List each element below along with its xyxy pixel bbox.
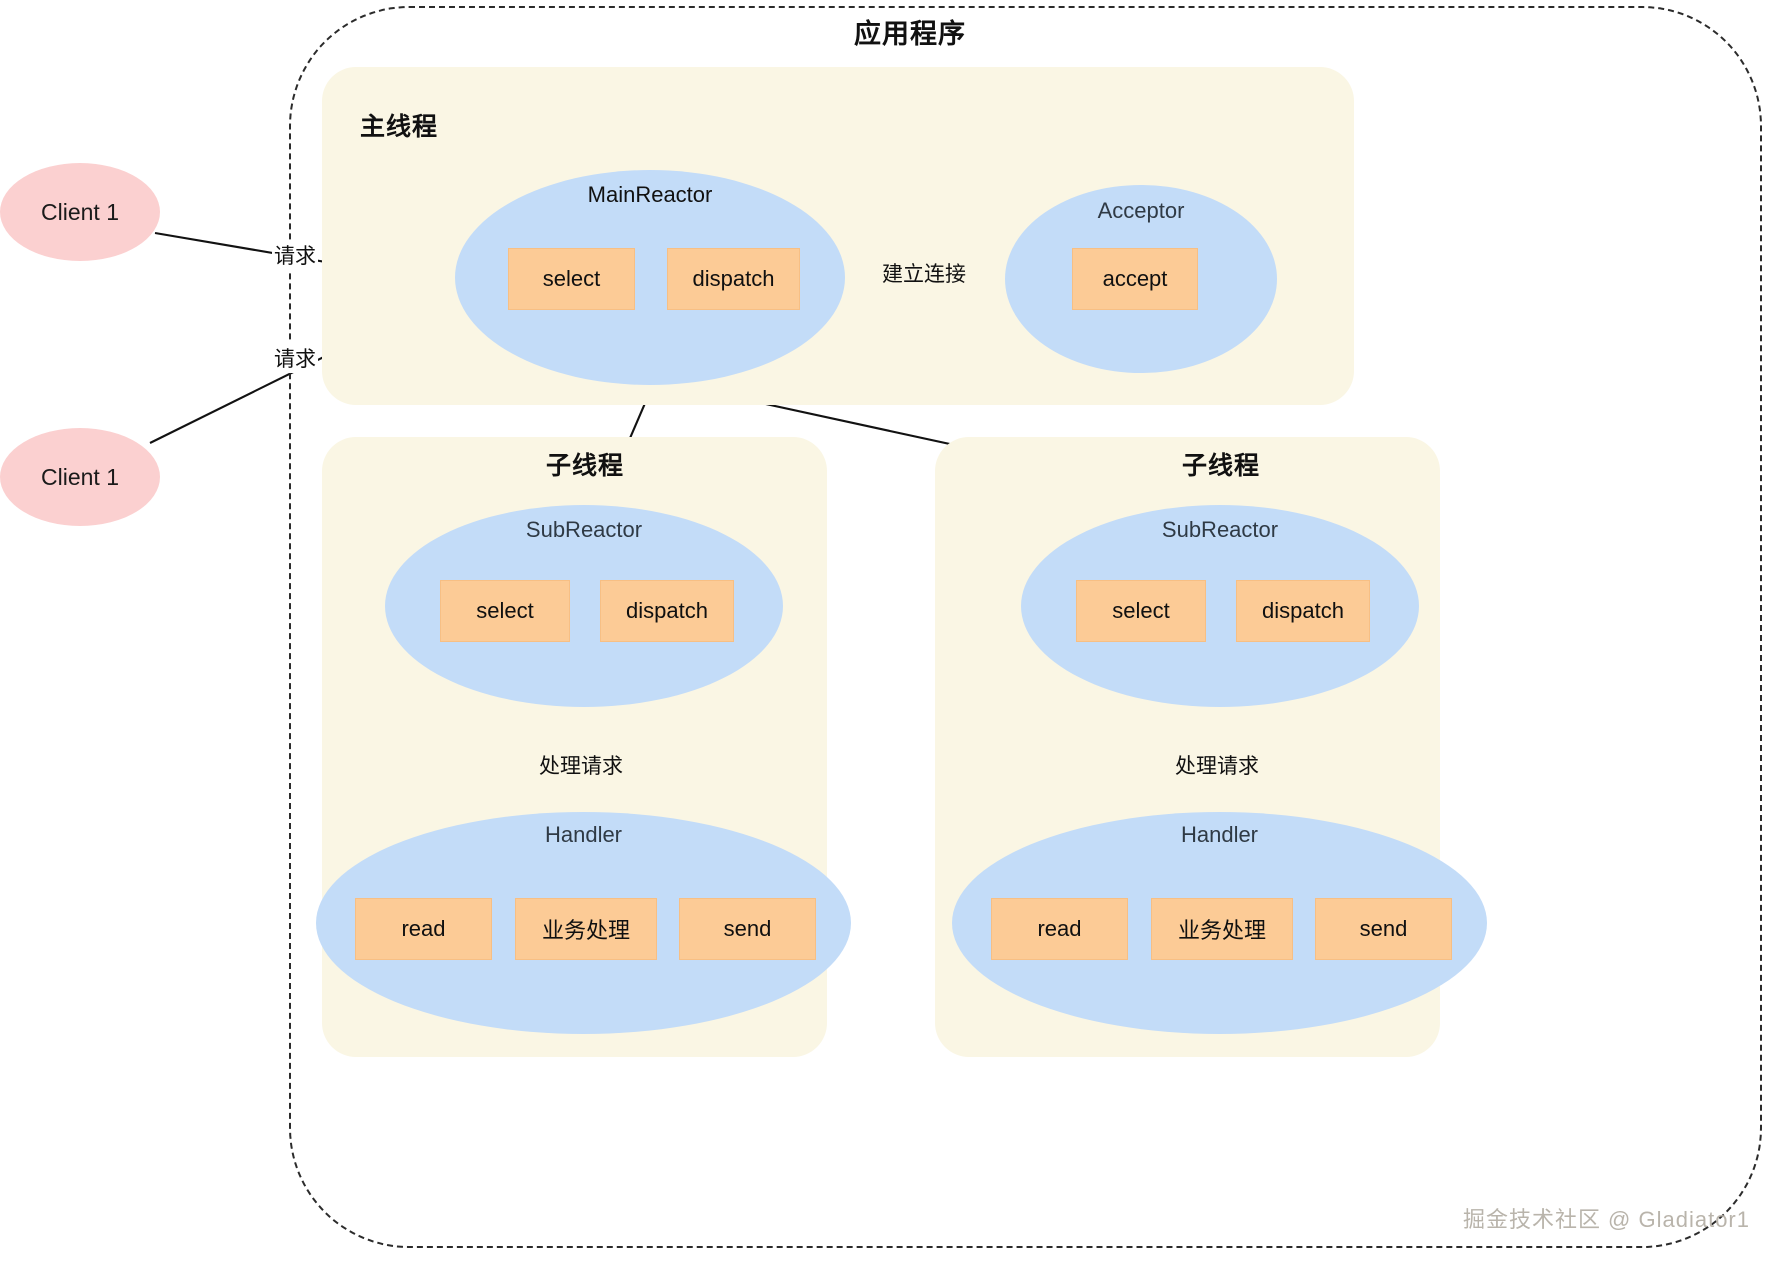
handler-label-left: Handler — [544, 822, 623, 847]
edge-label-handle-request-left: 处理请求 — [537, 750, 625, 780]
sub-reactor-label-left: SubReactor — [525, 517, 643, 542]
sub-thread-title-left: 子线程 — [546, 452, 625, 480]
handler-op-process-left[interactable]: 业务处理 — [515, 898, 657, 960]
acceptor-ellipse: Acceptor — [1005, 185, 1277, 373]
handler-op-read-right[interactable]: read — [991, 898, 1128, 960]
edge-label-request-2: 请求 — [272, 343, 318, 373]
application-boundary — [289, 6, 1762, 1248]
handler-op-process-right[interactable]: 业务处理 — [1151, 898, 1293, 960]
main-reactor-op-dispatch[interactable]: dispatch — [667, 248, 800, 310]
watermark: 掘金技术社区 @ Gladiator1 — [1462, 1207, 1750, 1232]
acceptor-op-accept[interactable]: accept — [1072, 248, 1198, 310]
handler-label-right: Handler — [1180, 822, 1259, 847]
handler-op-send-left[interactable]: send — [679, 898, 816, 960]
client-1-ellipse: Client 1 — [0, 163, 160, 261]
edge-label-handle-request-right: 处理请求 — [1173, 750, 1261, 780]
handler-op-send-right[interactable]: send — [1315, 898, 1452, 960]
sub-reactor-op-select-right[interactable]: select — [1076, 580, 1206, 642]
main-thread-title: 主线程 — [360, 113, 439, 141]
sub-reactor-op-select-left[interactable]: select — [440, 580, 570, 642]
sub-thread-title-right: 子线程 — [1182, 452, 1261, 480]
sub-reactor-op-dispatch-left[interactable]: dispatch — [600, 580, 734, 642]
sub-reactor-op-dispatch-right[interactable]: dispatch — [1236, 580, 1370, 642]
application-title: 应用程序 — [854, 19, 966, 49]
acceptor-label: Acceptor — [1097, 198, 1185, 223]
client-2-ellipse: Client 1 — [0, 428, 160, 526]
sub-reactor-label-right: SubReactor — [1161, 517, 1279, 542]
client-1-label: Client 1 — [41, 199, 119, 225]
client-2-label: Client 1 — [41, 464, 119, 490]
edge-label-establish-connection: 建立连接 — [880, 258, 968, 288]
main-reactor-label: MainReactor — [587, 182, 713, 207]
handler-op-read-left[interactable]: read — [355, 898, 492, 960]
main-reactor-op-select[interactable]: select — [508, 248, 635, 310]
edge-label-request-1: 请求 — [272, 240, 318, 270]
